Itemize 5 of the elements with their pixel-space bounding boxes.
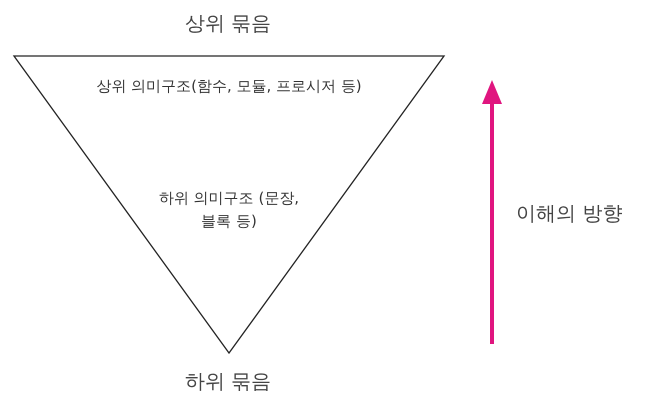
- arrow-label: 이해의 방향: [516, 200, 622, 227]
- upper-structure-text: 상위 의미구조(함수, 모듈, 프로시저 등): [95, 76, 363, 97]
- lower-structure-text: 하위 의미구조 (문장, 블록 등): [158, 188, 300, 232]
- top-label: 상위 묶음: [184, 10, 272, 37]
- bottom-label: 하위 묶음: [184, 368, 272, 395]
